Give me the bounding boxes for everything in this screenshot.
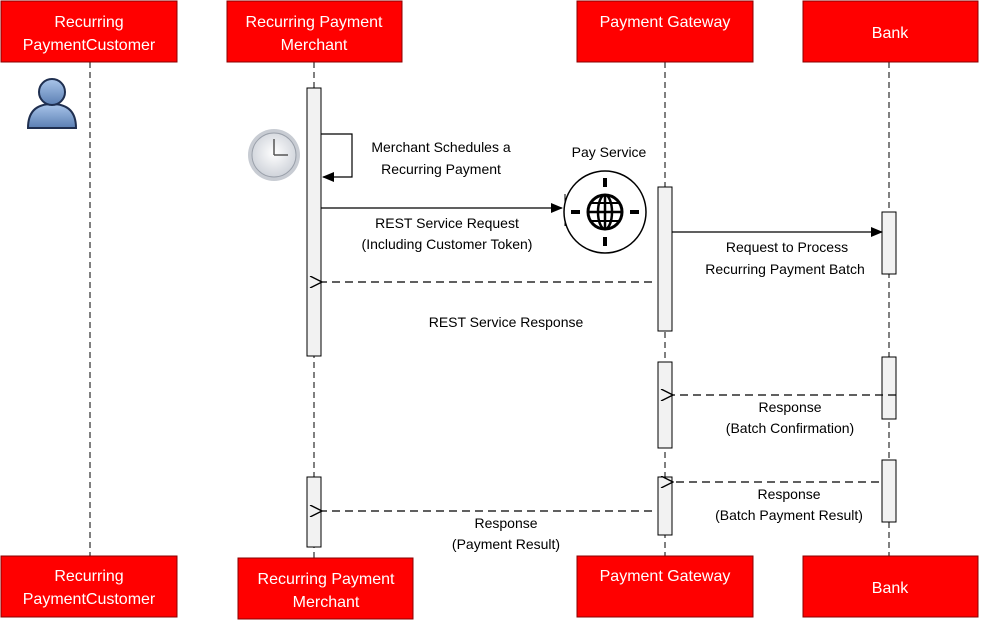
participant-customer-line2: PaymentCustomer <box>23 591 156 608</box>
message-schedule-line1: Merchant Schedules a <box>371 139 511 155</box>
message-rest-request-line1: REST Service Request <box>375 215 519 231</box>
participant-customer-bottom[interactable]: Recurring PaymentCustomer <box>0 555 178 618</box>
message-batch-result-line2: (Batch Payment Result) <box>715 507 863 523</box>
participant-gateway-label: Payment Gateway <box>600 14 731 31</box>
activation-gateway-2 <box>657 361 673 449</box>
message-payment-result-line2: (Payment Result) <box>452 536 560 552</box>
message-rest-request-line2: (Including Customer Token) <box>362 236 533 252</box>
message-batch-result-line1: Response <box>757 486 820 502</box>
activation-bank-1 <box>881 211 897 275</box>
activation-merchant-1 <box>306 87 322 357</box>
clock-icon <box>248 129 300 181</box>
activation-gateway-3 <box>657 476 673 536</box>
user-icon <box>26 78 78 129</box>
message-process-request-line2: Recurring Payment Batch <box>705 261 865 277</box>
participant-customer-line1: Recurring <box>54 568 123 585</box>
activation-gateway-1 <box>657 186 673 332</box>
participant-bank-top[interactable]: Bank <box>802 0 979 63</box>
activation-bank-3 <box>881 459 897 523</box>
participant-merchant-line2: Merchant <box>281 37 348 54</box>
participant-merchant-line1: Recurring Payment <box>246 14 384 31</box>
participant-bank-label: Bank <box>872 580 909 597</box>
participant-gateway-bottom[interactable]: Payment Gateway <box>576 555 754 618</box>
message-process-request-line1: Request to Process <box>726 239 848 255</box>
participant-merchant-line2: Merchant <box>293 594 360 611</box>
participant-merchant-bottom[interactable]: Recurring Payment Merchant <box>237 557 414 620</box>
message-schedule-line2: Recurring Payment <box>381 161 501 177</box>
participant-gateway-label: Payment Gateway <box>600 568 731 585</box>
activation-bank-2 <box>881 356 897 420</box>
message-schedule-arrow <box>321 133 353 182</box>
participant-bank-bottom[interactable]: Bank <box>802 555 979 618</box>
participant-merchant-top[interactable]: Recurring Payment Merchant <box>226 0 403 63</box>
message-rest-response-label: REST Service Response <box>429 314 584 330</box>
globe-icon <box>563 170 647 254</box>
message-payment-result-line1: Response <box>474 515 537 531</box>
participant-customer-line1: Recurring <box>54 14 123 31</box>
participant-merchant-line1: Recurring Payment <box>258 571 396 588</box>
message-batch-confirmation-line2: (Batch Confirmation) <box>726 420 854 436</box>
participant-customer-top[interactable]: Recurring PaymentCustomer <box>0 0 178 63</box>
participant-gateway-top[interactable]: Payment Gateway <box>576 0 754 63</box>
activation-merchant-2 <box>306 476 322 548</box>
message-batch-confirmation-line1: Response <box>758 399 821 415</box>
service-label: Pay Service <box>572 144 647 160</box>
participant-bank-label: Bank <box>872 25 909 42</box>
participant-customer-line2: PaymentCustomer <box>23 37 156 54</box>
